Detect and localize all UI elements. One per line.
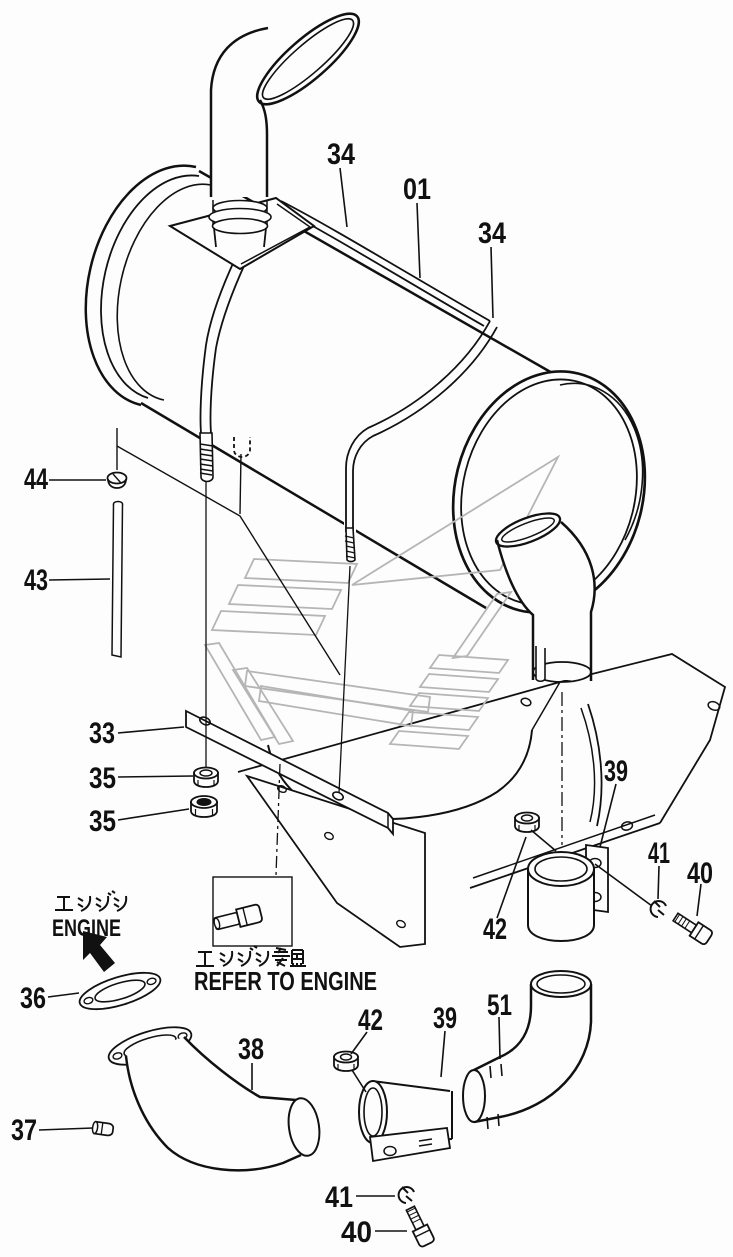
svg-text:40: 40 [687,857,713,890]
svg-text:37: 37 [11,1114,37,1147]
svg-text:ENGINE: ENGINE [52,915,121,942]
svg-text:39: 39 [604,755,628,788]
svg-text:38: 38 [238,1033,264,1066]
svg-text:01: 01 [403,173,431,206]
svg-text:40: 40 [341,1216,372,1249]
svg-text:35: 35 [89,805,116,838]
svg-text:51: 51 [487,989,512,1022]
svg-text:41: 41 [325,1181,353,1214]
svg-text:39: 39 [433,1002,457,1035]
svg-text:35: 35 [89,762,116,795]
svg-text:41: 41 [648,837,670,870]
svg-text:42: 42 [483,913,507,946]
svg-text:36: 36 [20,982,46,1015]
svg-text:44: 44 [24,463,48,496]
svg-text:42: 42 [358,1004,383,1037]
svg-text:34: 34 [327,138,355,171]
svg-text:33: 33 [89,717,115,750]
svg-text:REFER TO ENGINE: REFER TO ENGINE [194,966,377,996]
svg-text:43: 43 [24,564,48,597]
svg-text:34: 34 [478,217,506,250]
